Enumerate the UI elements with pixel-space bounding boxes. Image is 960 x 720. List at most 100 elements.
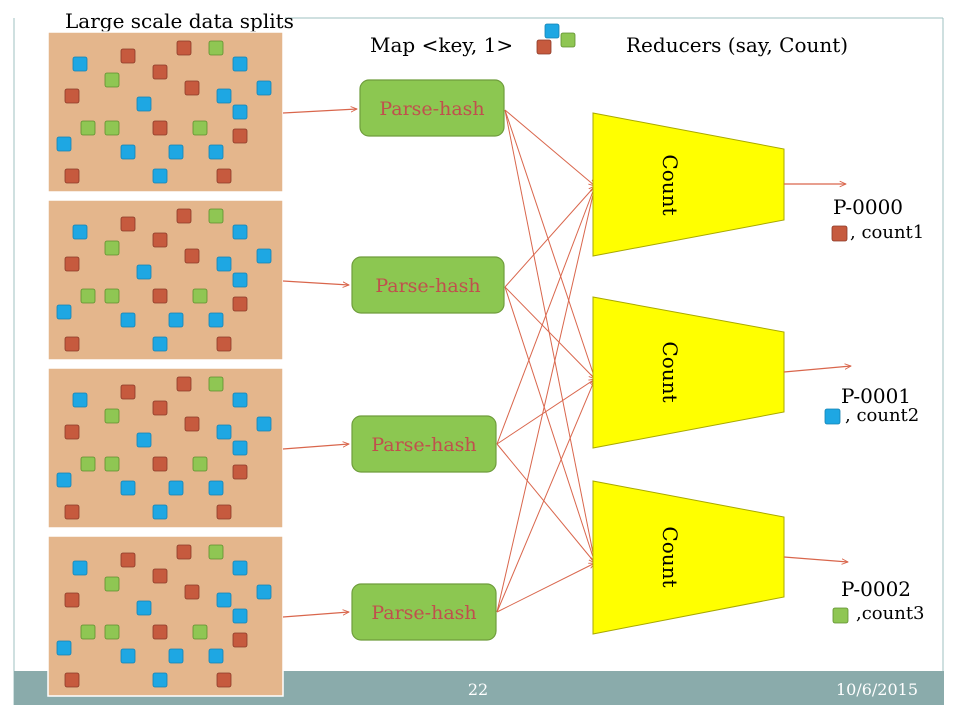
key-square	[176, 544, 192, 560]
key-square	[184, 416, 200, 432]
key-square	[208, 312, 224, 328]
key-square	[104, 288, 120, 304]
key-square	[232, 464, 248, 480]
data-splits	[47, 31, 284, 697]
key-square	[232, 560, 248, 576]
svg-text:Count: Count	[658, 526, 682, 587]
key-square	[120, 648, 136, 664]
key-square	[208, 40, 224, 56]
key-square	[232, 392, 248, 408]
key-square	[256, 80, 272, 96]
key-square	[152, 168, 168, 184]
count-reducer: Count	[592, 480, 785, 635]
key-square	[80, 120, 96, 136]
key-square	[216, 592, 232, 608]
key-square	[192, 624, 208, 640]
count-reducer: Count	[592, 296, 785, 449]
output-count-1: , count2	[845, 405, 919, 426]
key-square	[64, 424, 80, 440]
key-square	[216, 424, 232, 440]
key-square	[120, 48, 136, 64]
key-square	[152, 504, 168, 520]
key-square	[184, 80, 200, 96]
svg-text:Count: Count	[658, 154, 682, 215]
key-square	[152, 120, 168, 136]
key-square	[80, 624, 96, 640]
key-square	[136, 600, 152, 616]
key-square	[184, 248, 200, 264]
key-square	[176, 376, 192, 392]
key-square	[208, 208, 224, 224]
key-square	[232, 296, 248, 312]
key-square	[104, 120, 120, 136]
key-square	[192, 456, 208, 472]
key-square	[232, 272, 248, 288]
key-square	[208, 544, 224, 560]
key-square	[232, 56, 248, 72]
key-square	[104, 72, 120, 88]
key-square	[256, 248, 272, 264]
key-square	[56, 136, 72, 152]
data-splits-title: Large scale data splits	[65, 9, 294, 33]
key-square	[104, 456, 120, 472]
svg-text:Parse-hash: Parse-hash	[371, 602, 476, 624]
key-square	[80, 288, 96, 304]
key-square	[168, 144, 184, 160]
data-split-panel	[47, 367, 284, 529]
key-square	[232, 608, 248, 624]
key-square	[208, 376, 224, 392]
key-square	[56, 640, 72, 656]
key-square	[152, 64, 168, 80]
blue-key-square	[824, 408, 841, 425]
key-square	[120, 216, 136, 232]
output-arrows	[783, 184, 851, 562]
svg-text:Count: Count	[658, 341, 682, 402]
key-square	[152, 288, 168, 304]
key-square	[216, 88, 232, 104]
key-square	[152, 232, 168, 248]
key-square	[208, 480, 224, 496]
key-square	[232, 632, 248, 648]
svg-text:Parse-hash: Parse-hash	[379, 98, 484, 120]
output-name-0: P-0000	[833, 195, 903, 219]
key-square	[232, 104, 248, 120]
key-legend-icon	[536, 23, 576, 55]
count-reducer: Count	[592, 112, 785, 257]
key-square	[192, 288, 208, 304]
key-square	[64, 672, 80, 688]
split-to-parse-arrows	[282, 109, 357, 618]
key-square	[168, 480, 184, 496]
key-square	[184, 584, 200, 600]
key-square	[192, 120, 208, 136]
output-name-1: P-0001	[841, 384, 911, 408]
key-square	[232, 440, 248, 456]
key-square	[152, 568, 168, 584]
key-square	[216, 672, 232, 688]
key-square	[256, 584, 272, 600]
data-split-panel	[47, 31, 284, 193]
key-square	[64, 504, 80, 520]
key-square	[232, 224, 248, 240]
key-square	[120, 552, 136, 568]
key-square	[64, 256, 80, 272]
map-label: Map <key, 1>	[370, 33, 513, 57]
green-key-square	[832, 607, 849, 624]
key-square	[216, 168, 232, 184]
output-count-2: ,count3	[856, 603, 925, 624]
key-square	[256, 416, 272, 432]
page-number: 22	[468, 680, 488, 699]
key-square	[208, 144, 224, 160]
parse-hash-box: Parse-hash	[351, 256, 505, 314]
key-square	[216, 504, 232, 520]
output-count-0: , count1	[850, 222, 924, 243]
key-square	[152, 672, 168, 688]
data-split-panel	[47, 535, 284, 697]
key-square	[152, 336, 168, 352]
footer-date: 10/6/2015	[836, 680, 918, 699]
key-square	[104, 240, 120, 256]
key-square	[64, 168, 80, 184]
parse-hash-box: Parse-hash	[351, 583, 497, 641]
key-square	[72, 56, 88, 72]
svg-text:Parse-hash: Parse-hash	[371, 434, 476, 456]
